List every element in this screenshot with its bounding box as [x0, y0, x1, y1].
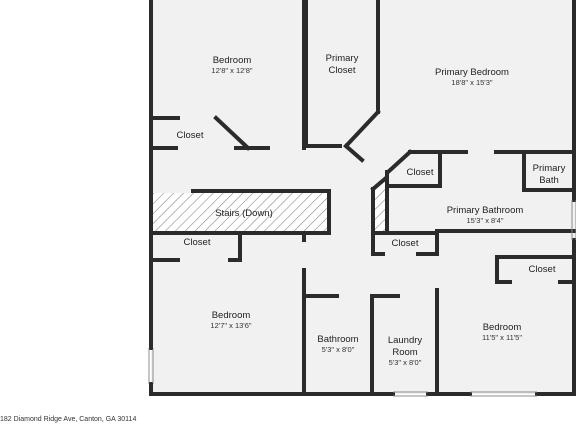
primary-closet-label-2: Closet — [329, 65, 356, 76]
bathroom-dims: 5'3" x 8'0" — [322, 345, 355, 354]
bedroom-nw-label: Bedroom — [213, 55, 252, 66]
primary-bedroom-label: Primary Bedroom — [435, 67, 509, 78]
closet-se-label: Closet — [529, 264, 556, 275]
closet-center-label: Closet — [392, 238, 419, 249]
stairs-hatch — [153, 193, 327, 231]
closet-primary-label: Closet — [407, 167, 434, 178]
window-caps — [149, 346, 153, 386]
primary-closet-label-1: Primary — [326, 53, 359, 64]
stairs-small-hatch — [373, 178, 387, 231]
closet-w-label: Closet — [184, 237, 211, 248]
bedroom-sw-dims: 12'7" x 13'6" — [210, 321, 251, 330]
primary-bath-small-label-1: Primary — [533, 163, 566, 174]
walls — [149, 0, 576, 396]
primary-bathroom-dims: 15'3" x 8'4" — [467, 216, 504, 225]
address-caption: 182 Diamond Ridge Ave, Canton, GA 30114 — [0, 416, 137, 423]
stairs-label: Stairs (Down) — [215, 208, 273, 219]
primary-bath-small-label-2: Bath — [539, 175, 559, 186]
windows — [148, 200, 576, 397]
closet-nw-label: Closet — [177, 130, 204, 141]
bathroom-label: Bathroom — [317, 334, 358, 345]
primary-bedroom-dims: 18'8" x 15'3" — [451, 78, 492, 87]
bedroom-sw-label: Bedroom — [212, 310, 251, 321]
primary-bathroom-label: Primary Bathroom — [447, 205, 524, 216]
bedroom-se-dims: 11'5" x 11'5" — [482, 333, 522, 342]
laundry-label-1: Laundry — [388, 335, 423, 346]
laundry-dims: 5'3" x 8'0" — [389, 358, 422, 367]
bedroom-se-label: Bedroom — [483, 322, 522, 333]
bedroom-nw-dims: 12'8" x 12'8" — [211, 66, 252, 75]
laundry-label-2: Room — [392, 347, 417, 358]
